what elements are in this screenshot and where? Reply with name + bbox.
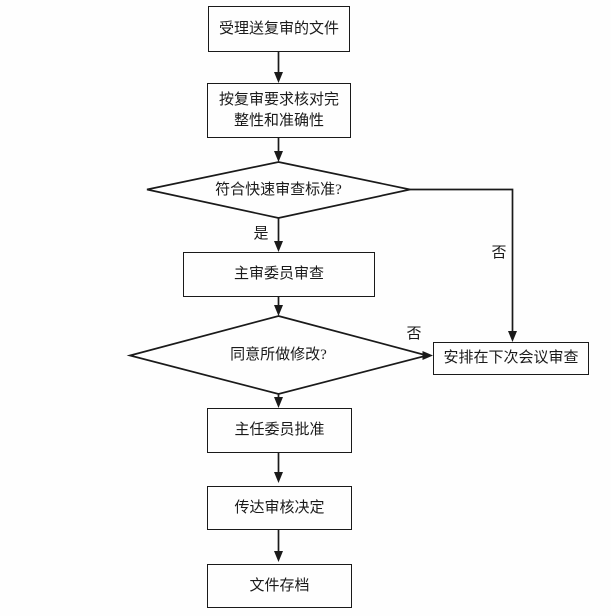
node-accept-label: 受理送复审的文件 (218, 20, 339, 37)
node-check: 按复审要求核对完整性和准确性 (207, 83, 351, 138)
arrowhead-archive (274, 551, 283, 562)
node-accept: 受理送复审的文件 (208, 6, 350, 52)
arrowhead-director (274, 397, 283, 408)
arrowheads (274, 72, 517, 562)
node-check-label: 按复审要求核对完整性和准确性 (218, 91, 339, 129)
arrowhead-schedule-top (508, 331, 517, 342)
node-director-approve-label: 主任委员批准 (234, 422, 325, 438)
arrowhead-check (274, 72, 283, 83)
arrowhead-agree (274, 305, 283, 316)
node-schedule: 安排在下次会议审查 (433, 342, 589, 375)
edge-fast-track-no (410, 188, 514, 333)
node-chief-review-label: 主审委员审查 (233, 266, 324, 282)
arrowhead-chief-review (274, 241, 283, 252)
node-archive: 文件存档 (207, 564, 352, 608)
node-communicate-label: 传达审核决定 (234, 499, 325, 516)
arrowhead-schedule-left (422, 351, 433, 360)
edge-label-no-agree: 否 (406, 326, 422, 342)
diamond-shapes (126, 161, 431, 395)
arrowhead-communicate (274, 472, 283, 483)
node-director-approve: 主任委员批准 (207, 408, 352, 453)
node-chief-review: 主审委员审查 (183, 252, 375, 297)
node-archive-label: 文件存档 (249, 577, 310, 594)
diamond-agree (126, 315, 431, 395)
diamond-fast-track (146, 161, 411, 219)
edge-label-yes: 是 (253, 226, 269, 242)
node-schedule-label: 安排在下次会议审查 (443, 350, 579, 366)
edge-label-no-fast-track: 否 (491, 245, 507, 261)
arrowhead-fast-track (274, 151, 283, 162)
node-communicate: 传达审核决定 (207, 486, 352, 530)
